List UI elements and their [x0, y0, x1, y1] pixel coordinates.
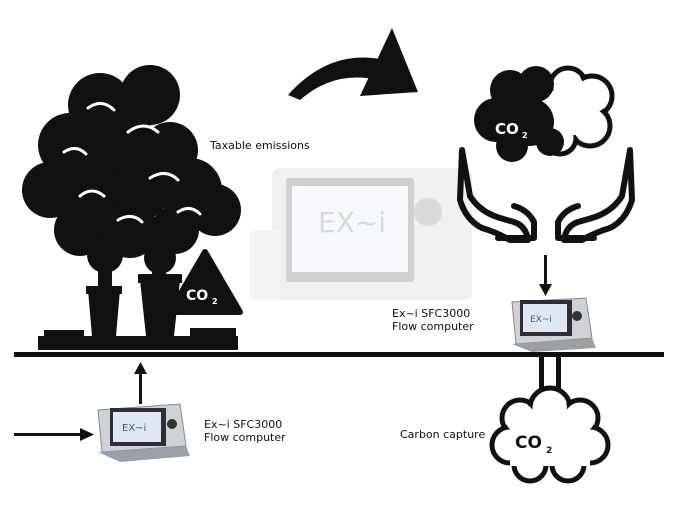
- flow-computer-image-bottom: EX~i: [97, 403, 190, 462]
- ground-line: [14, 352, 664, 357]
- emission-cloud-icon: [22, 65, 241, 295]
- up-arrow-icon: [134, 362, 147, 404]
- carbon-capture-label: Carbon capture: [400, 428, 486, 441]
- flow-computer-image-top: EX~i: [511, 297, 596, 352]
- top-device-logo: EX~i: [530, 315, 552, 325]
- carbon-capture-cloud-icon: CO 2: [489, 385, 611, 484]
- bottom-device-type-label: Flow computer: [204, 431, 286, 444]
- capture-pipe: [539, 352, 561, 410]
- cloud-co2-label: CO: [495, 120, 519, 138]
- taxable-emissions-label: Taxable emissions: [210, 139, 310, 152]
- cloud-co2-subscript: 2: [522, 131, 528, 140]
- capture-co2-label: CO: [515, 433, 542, 453]
- co2-warning-triangle: CO 2: [167, 249, 243, 315]
- faded-flow-computer-image: EX~i: [250, 168, 472, 300]
- top-device-type-label: Flow computer: [392, 320, 474, 333]
- triangle-co2-subscript: 2: [212, 297, 218, 306]
- triangle-co2-label: CO: [186, 288, 208, 304]
- captured-co2-cloud-icon: CO 2: [474, 65, 615, 162]
- input-arrow-icon: [14, 428, 94, 441]
- right-hand-icon: [555, 147, 635, 243]
- capture-co2-subscript: 2: [546, 446, 552, 456]
- left-hand-icon: [457, 147, 537, 243]
- bottom-device-logo: EX~i: [122, 423, 146, 434]
- faded-device-logo: EX~i: [318, 206, 386, 239]
- cloud-swirls: [62, 102, 202, 224]
- curved-arrow-icon: [288, 28, 418, 100]
- down-arrow-icon: [539, 255, 552, 296]
- top-device-name-label: Ex~i SFC3000: [392, 307, 471, 320]
- bottom-device-name-label: Ex~i SFC3000: [204, 418, 283, 431]
